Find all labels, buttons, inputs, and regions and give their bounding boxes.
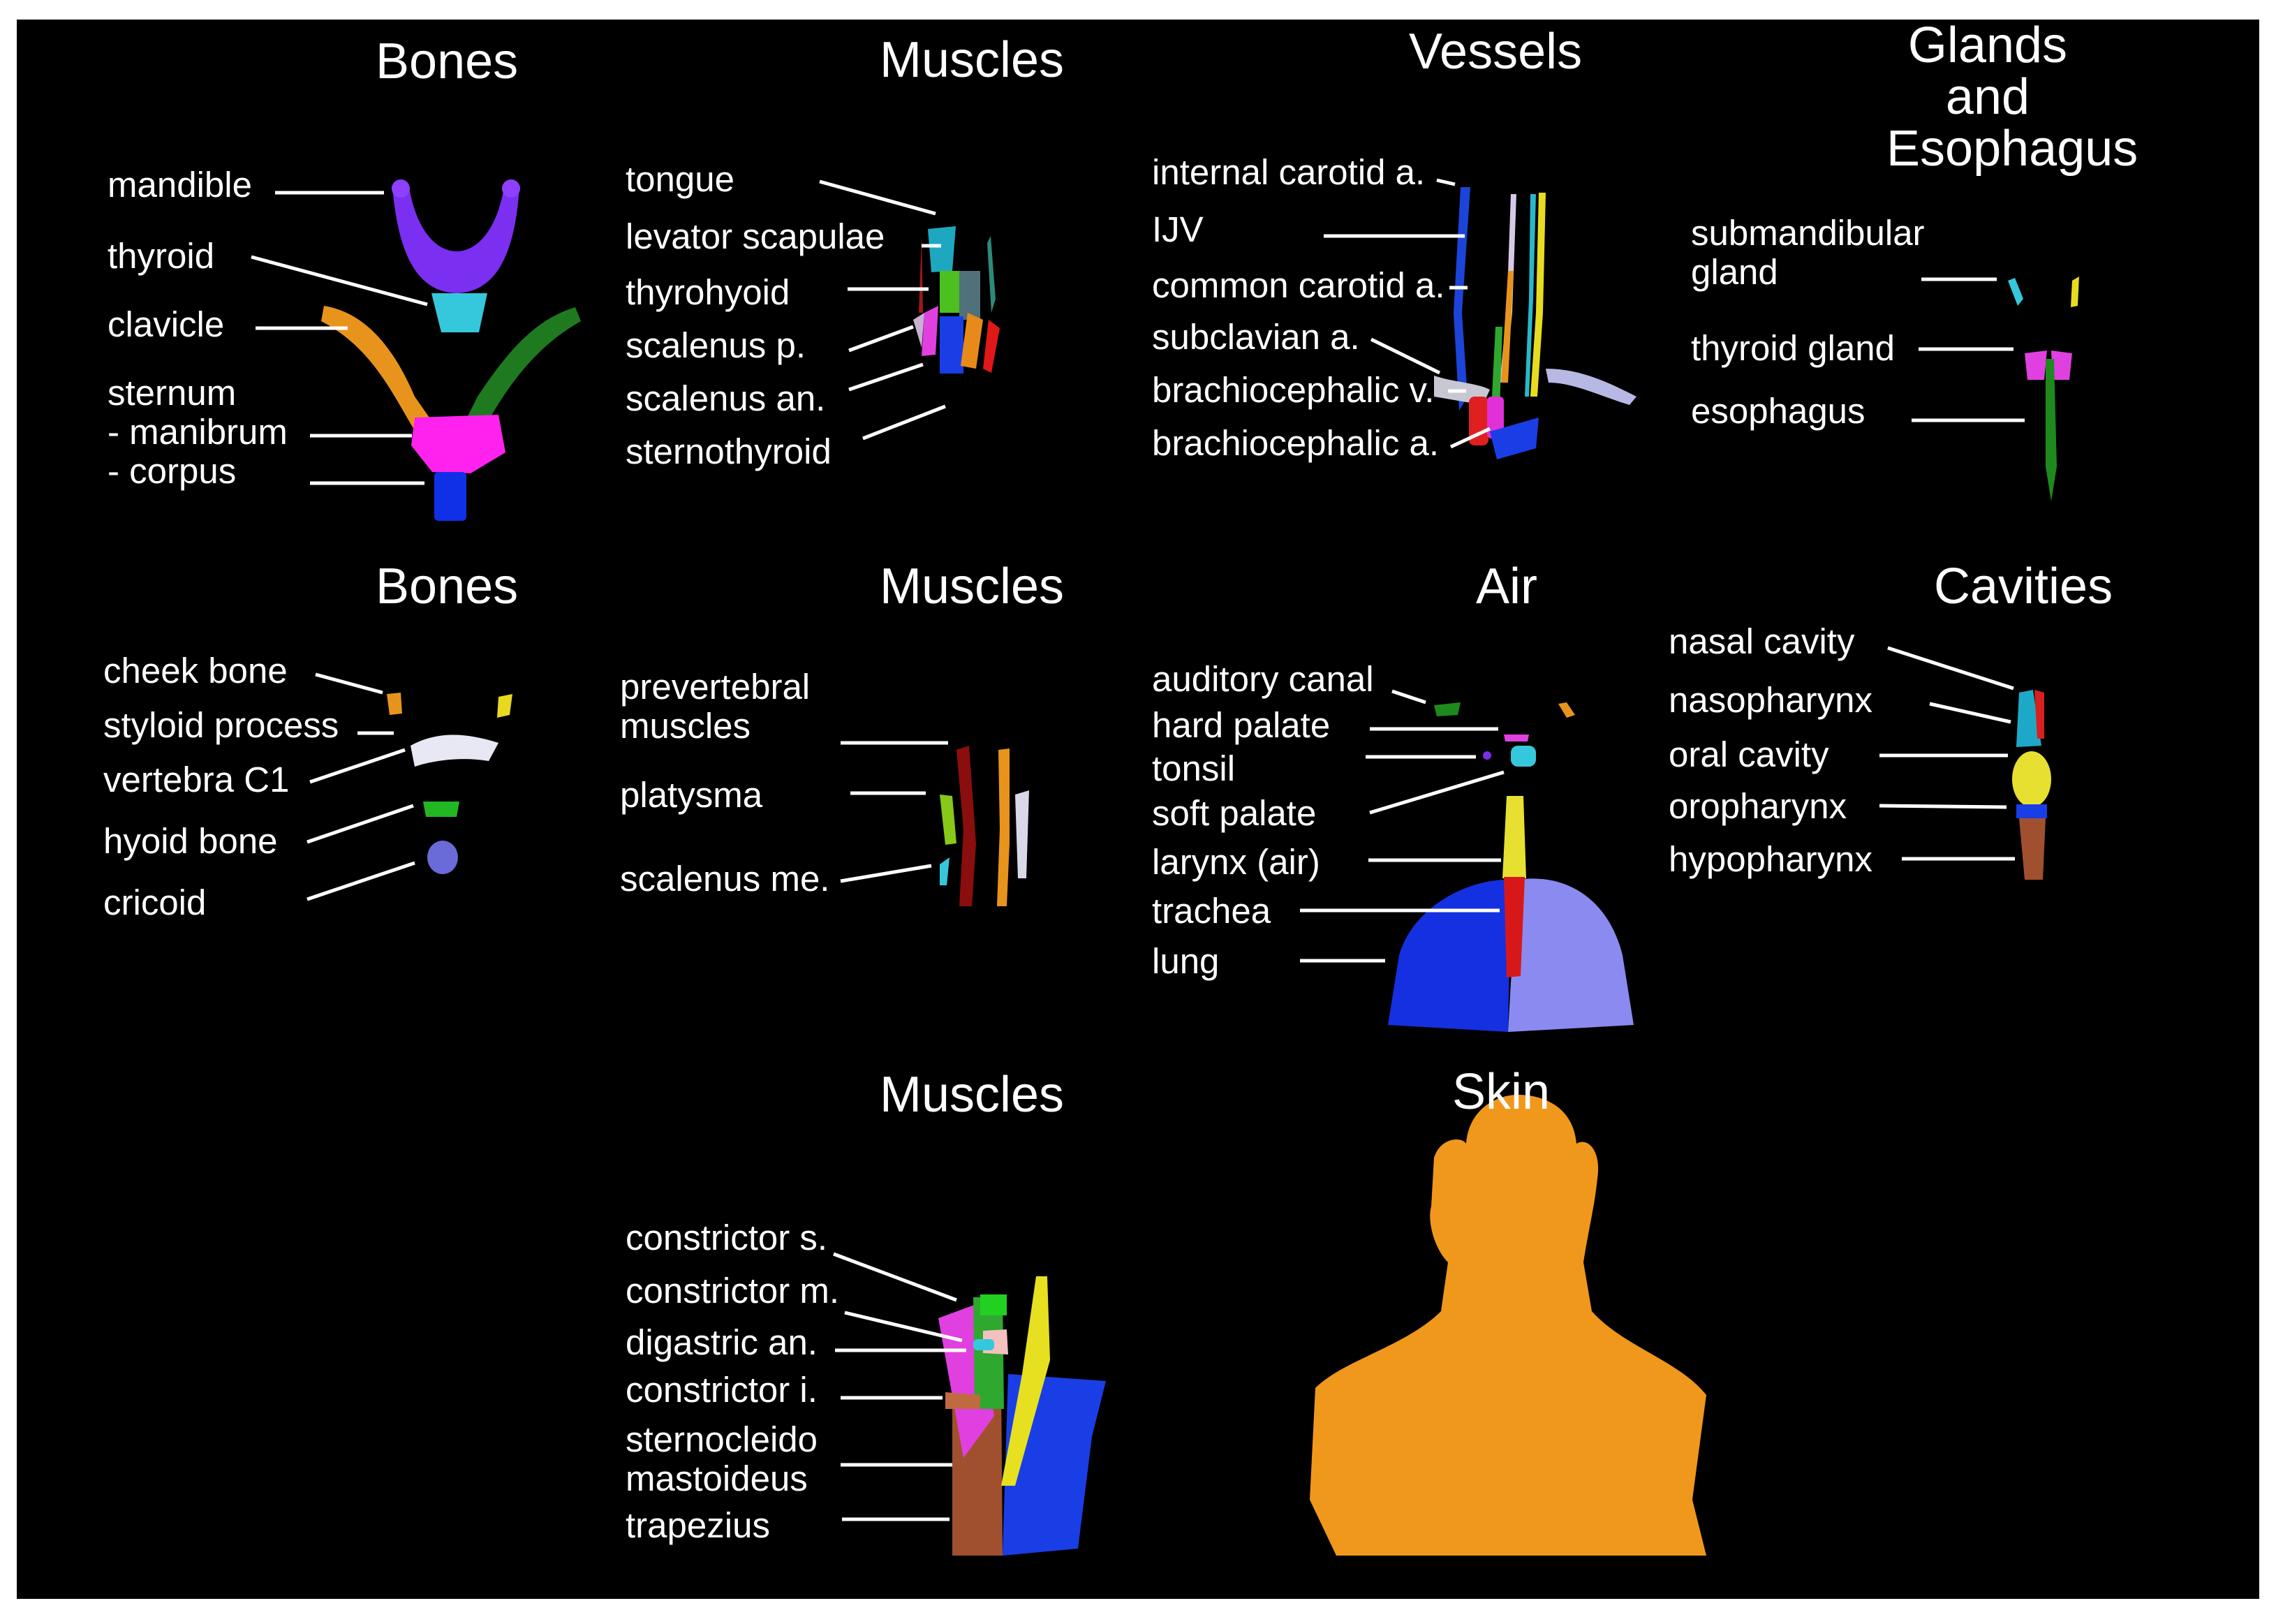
label-vertebra-c1: vertebra C1 bbox=[103, 760, 290, 799]
label-constrictor-i: constrictor i. bbox=[626, 1370, 818, 1410]
label-thyroid-gland: thyroid gland bbox=[1691, 328, 1896, 368]
label-cricoid: cricoid bbox=[103, 883, 207, 922]
label-scalenus-p: scalenus p. bbox=[626, 325, 806, 365]
label-oropharynx: oropharynx bbox=[1669, 786, 1847, 826]
title-muscles-upper: Muscles bbox=[880, 32, 1065, 88]
label-hard-palate: hard palate bbox=[1152, 705, 1331, 745]
label-hyoid-bone: hyoid bone bbox=[103, 821, 278, 861]
cavities-structures bbox=[2012, 690, 2051, 880]
skin-body-shape bbox=[1310, 1095, 1706, 1556]
clavicle-left-shape bbox=[321, 306, 434, 433]
label-sternocleido-mastoideus: sternocleido mastoideus bbox=[626, 1419, 818, 1498]
label-trachea: trachea bbox=[1152, 891, 1271, 931]
figure-panel: Bones Muscles Vessels Glands and Esophag… bbox=[17, 20, 2259, 1599]
label-trapezius: trapezius bbox=[626, 1505, 770, 1545]
bones-upper-structures bbox=[321, 179, 581, 521]
label-common-carotid: common carotid a. bbox=[1152, 265, 1445, 305]
label-scalenus-an: scalenus an. bbox=[626, 378, 826, 418]
label-esophagus: esophagus bbox=[1691, 391, 1865, 431]
muscles-lower-structures bbox=[938, 1276, 1106, 1556]
label-auditory-canal: auditory canal bbox=[1152, 659, 1374, 699]
title-bones-upper: Bones bbox=[376, 34, 519, 89]
label-prevertebral-muscles: prevertebral muscles bbox=[620, 667, 811, 746]
sternum-corpus-shape bbox=[434, 472, 466, 521]
label-nasal-cavity: nasal cavity bbox=[1669, 621, 1855, 661]
label-subclavian: subclavian a. bbox=[1152, 317, 1360, 357]
label-sternum: sternum bbox=[108, 373, 237, 413]
label-tongue: tongue bbox=[626, 159, 734, 199]
larynx-air-shape bbox=[1502, 796, 1526, 878]
title-skin: Skin bbox=[1452, 1064, 1551, 1120]
glands-structures bbox=[2008, 276, 2079, 501]
title-bones-lower: Bones bbox=[376, 559, 519, 614]
lung-right-shape bbox=[1508, 878, 1634, 1032]
label-sternothyroid: sternothyroid bbox=[626, 431, 832, 471]
clavicle-right-shape bbox=[464, 307, 581, 430]
bones-lower-structures bbox=[387, 693, 512, 874]
label-cheek-bone: cheek bone bbox=[103, 651, 288, 691]
label-tonsil: tonsil bbox=[1152, 748, 1236, 788]
label-platysma: platysma bbox=[620, 775, 763, 815]
title-air: Air bbox=[1476, 559, 1537, 614]
vessels-structures bbox=[1434, 187, 1636, 459]
title-glands-esophagus: Glands and Esophagus bbox=[1886, 20, 2138, 177]
air-structures bbox=[1388, 702, 1634, 1032]
label-brachiocephalic-a: brachiocephalic a. bbox=[1152, 423, 1440, 463]
label-digastric-an: digastric an. bbox=[626, 1322, 818, 1362]
label-thyrohyoid: thyrohyoid bbox=[626, 272, 790, 312]
label-oral-cavity: oral cavity bbox=[1669, 735, 1829, 774]
label-constrictor-m: constrictor m. bbox=[626, 1271, 840, 1311]
label-corpus: - corpus bbox=[108, 451, 237, 491]
label-hypopharynx: hypopharynx bbox=[1669, 839, 1873, 879]
manubrium-shape bbox=[411, 415, 505, 473]
label-soft-palate: soft palate bbox=[1152, 793, 1317, 833]
label-mandible: mandible bbox=[108, 165, 252, 205]
mandible-shape bbox=[392, 187, 519, 293]
label-levator-scapulae: levator scapulae bbox=[626, 216, 885, 256]
title-muscles-middle: Muscles bbox=[880, 559, 1065, 614]
muscles-middle-structures bbox=[940, 746, 1029, 906]
muscles-upper-structures bbox=[913, 226, 1000, 374]
label-submandibular-gland: submandibular gland bbox=[1691, 213, 1925, 292]
title-muscles-lower: Muscles bbox=[880, 1067, 1065, 1123]
trachea-shape bbox=[1504, 877, 1525, 977]
label-constrictor-s: constrictor s. bbox=[626, 1218, 828, 1257]
skin-structure bbox=[1310, 1095, 1706, 1556]
label-scalenus-me: scalenus me. bbox=[620, 859, 830, 899]
label-nasopharynx: nasopharynx bbox=[1669, 680, 1873, 720]
label-ijv: IJV bbox=[1152, 209, 1204, 249]
label-internal-carotid: internal carotid a. bbox=[1152, 152, 1426, 192]
label-manibrum: - manibrum bbox=[108, 412, 288, 452]
title-vessels: Vessels bbox=[1409, 24, 1583, 80]
thyroid-cartilage-shape bbox=[431, 293, 487, 332]
leader-lines bbox=[251, 178, 2025, 1521]
label-lung: lung bbox=[1152, 941, 1220, 981]
label-clavicle: clavicle bbox=[108, 304, 225, 344]
label-larynx-air: larynx (air) bbox=[1152, 842, 1320, 882]
sternocleidomastoideus-shape bbox=[1001, 1276, 1050, 1486]
title-cavities: Cavities bbox=[1934, 559, 2113, 614]
lung-left-shape bbox=[1388, 879, 1511, 1032]
anatomy-illustrations bbox=[251, 178, 2079, 1556]
label-styloid-process: styloid process bbox=[103, 705, 339, 745]
label-brachiocephalic-v: brachiocephalic v. bbox=[1152, 370, 1435, 410]
label-thyroid: thyroid bbox=[108, 236, 215, 276]
